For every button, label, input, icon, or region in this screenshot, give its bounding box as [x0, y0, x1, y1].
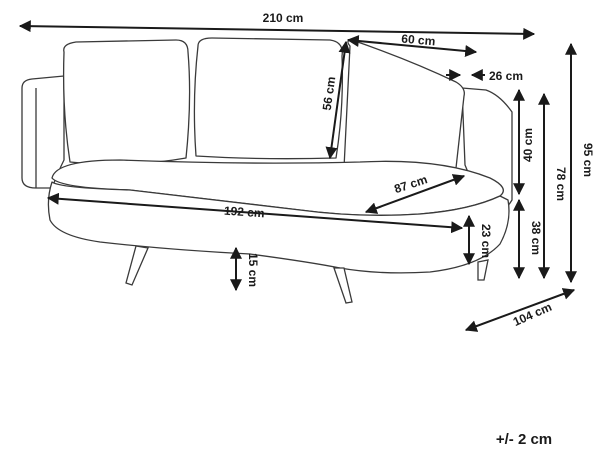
label-cushion-depth: 26 cm [489, 69, 523, 83]
sofa-outline [21, 37, 513, 304]
label-total-width: 210 cm [263, 11, 304, 25]
label-cushion-width: 60 cm [401, 32, 436, 49]
leg-right [477, 259, 489, 281]
label-backrest-height: 40 cm [521, 128, 535, 162]
leg-left [125, 245, 149, 286]
dim-line-seat-width [46, 192, 464, 234]
dim-line-total-width [18, 20, 536, 40]
dim-line-cushion-width [346, 35, 478, 57]
label-cushion-height: 56 cm [320, 76, 339, 112]
side-pillow [343, 39, 465, 172]
label-seat-height: 38 cm [529, 221, 543, 255]
label-seat-width: 192 cm [223, 204, 265, 221]
label-seat-thickness: 23 cm [479, 224, 493, 258]
label-tolerance: +/- 2 cm [496, 431, 552, 448]
label-leg-height: 15 cm [246, 253, 260, 287]
back-cushion-right [193, 37, 344, 160]
label-total-depth: 104 cm [511, 300, 554, 329]
back-cushion-left [62, 39, 191, 165]
dim-line-total-depth [464, 288, 576, 332]
label-arm-height: 78 cm [554, 167, 568, 201]
dimension-lines [18, 20, 577, 332]
label-total-height: 95 cm [581, 143, 595, 177]
leg-middle [333, 267, 353, 304]
dim-line-cushion-height [325, 40, 351, 160]
